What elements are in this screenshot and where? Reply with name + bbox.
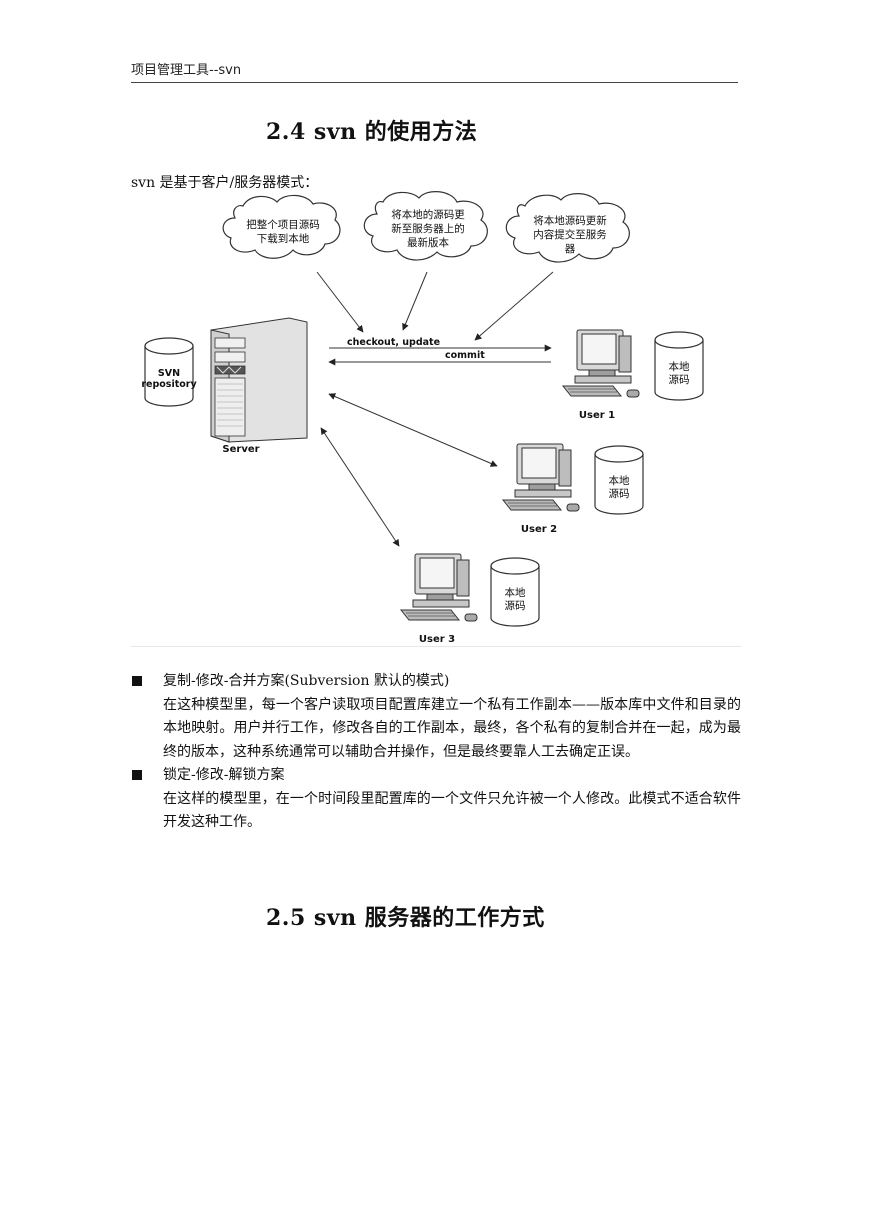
user2-computer: User 2	[502, 443, 580, 535]
figure-divider	[131, 646, 741, 647]
user3-label: User 3	[419, 634, 455, 645]
bullet-list: 复制-修改-合并方案(Subversion 默认的模式) 在这种模型里，每一个客…	[131, 670, 741, 835]
user3-local-line2: 源码	[505, 599, 526, 612]
commit-label: commit	[445, 350, 485, 361]
cloud-commit-line2: 内容提交至服务	[533, 228, 607, 241]
list-item: 锁定-修改-解锁方案 在这样的模型里，在一个时间段里配置库的一个文件只允许被一个…	[131, 764, 741, 835]
bullet-body: 在这种模型里，每一个客户读取项目配置库建立一个私有工作副本——版本库中文件和目录…	[163, 696, 741, 760]
server-user2-link	[328, 393, 498, 467]
bullet-square-icon	[132, 770, 142, 780]
user3-local-line1: 本地	[505, 586, 526, 599]
user2-local-line2: 源码	[609, 487, 630, 500]
bullet-square-icon	[132, 676, 142, 686]
cloud-update: 将本地的源码更 新至服务器上的 最新版本	[363, 191, 488, 261]
cloud-commit-line1: 将本地源码更新	[533, 214, 607, 227]
user2-label: User 2	[521, 524, 557, 535]
svn-repository: SVN repository	[141, 337, 197, 407]
pointer-cloud1	[316, 271, 364, 333]
user1-label: User 1	[579, 410, 615, 421]
section-heading-2-4: 2.4 svn 的使用方法	[266, 119, 478, 145]
user1-local-line2: 源码	[669, 373, 690, 386]
user2-local-copy: 本地 源码	[594, 445, 644, 515]
user3-computer: User 3	[400, 553, 478, 645]
svn-client-server-diagram: 把整个项目源码 下载到本地 将本地的源码更 新至服务器上的 最新版本 将本地源码…	[131, 190, 741, 650]
cloud-commit: 将本地源码更新 内容提交至服务 器	[505, 193, 630, 263]
pointer-cloud3	[474, 271, 554, 341]
user2-local-line1: 本地	[609, 474, 630, 487]
cloud-checkout-line1: 把整个项目源码	[246, 218, 320, 231]
repository-label-line1: SVN	[158, 368, 180, 379]
bullet-body: 在这样的模型里，在一个时间段里配置库的一个文件只允许被一个人修改。此模式不适合软…	[163, 790, 741, 831]
bullet-title: 复制-修改-合并方案(Subversion 默认的模式)	[163, 673, 450, 689]
user1-computer: User 1	[562, 329, 640, 421]
server-user3-link	[320, 427, 400, 547]
repository-label-line2: repository	[141, 379, 197, 390]
cloud-commit-line3: 器	[565, 243, 576, 255]
page-header: 项目管理工具--svn	[131, 62, 738, 83]
cloud-checkout-line2: 下载到本地	[257, 232, 310, 245]
list-item: 复制-修改-合并方案(Subversion 默认的模式) 在这种模型里，每一个客…	[131, 670, 741, 764]
cloud-checkout: 把整个项目源码 下载到本地	[222, 194, 341, 259]
cloud-update-line2: 新至服务器上的	[391, 222, 465, 235]
cloud-update-line1: 将本地的源码更	[391, 208, 465, 221]
user3-local-copy: 本地 源码	[490, 557, 540, 627]
cloud-update-line3: 最新版本	[407, 236, 449, 249]
server-computer: Server	[210, 317, 308, 455]
user1-local-line1: 本地	[669, 360, 690, 373]
server-label: Server	[222, 444, 259, 455]
pointer-cloud2	[402, 271, 428, 331]
user1-local-copy: 本地 源码	[654, 331, 704, 401]
bullet-title: 锁定-修改-解锁方案	[163, 767, 285, 783]
checkout-label: checkout, update	[347, 337, 440, 348]
intro-text: svn 是基于客户/服务器模式：	[131, 175, 319, 191]
section-heading-2-5: 2.5 svn 服务器的工作方式	[266, 905, 545, 931]
